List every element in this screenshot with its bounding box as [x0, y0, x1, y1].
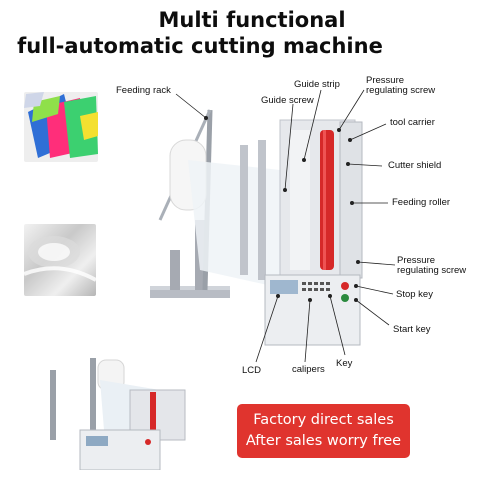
- label-pressure-screw-bottom-1: Pressure: [397, 255, 436, 266]
- film-roll-sample-image: [24, 224, 96, 296]
- label-feeding-roller: Feeding roller: [392, 197, 451, 208]
- label-feeding-rack: Feeding rack: [116, 85, 171, 96]
- colored-sheets-sample-image: [24, 92, 98, 162]
- label-start-key: Start key: [393, 324, 431, 335]
- label-cutter-shield: Cutter shield: [388, 160, 442, 171]
- label-tool-carrier: tool carrier: [390, 117, 435, 128]
- label-pressure-screw-top-1: Pressure: [366, 75, 405, 86]
- title-line-2: full-automatic cutting machine: [17, 34, 383, 58]
- label-lcd: LCD: [242, 365, 262, 376]
- label-pressure-screw-top-2: regulating screw: [366, 85, 436, 96]
- label-guide-screw: Guide screw: [261, 95, 314, 106]
- promo-line-1: Factory direct sales: [253, 412, 394, 428]
- machine-photo-small: [50, 358, 186, 470]
- label-stop-key: Stop key: [396, 289, 433, 300]
- label-pressure-screw-bottom-2: regulating screw: [397, 265, 467, 276]
- promo-line-2: After sales worry free: [245, 433, 402, 449]
- cutting-machine-illustration: [150, 109, 363, 346]
- label-calipers: calipers: [292, 364, 325, 375]
- promo-banner: Factory direct sales After sales worry f…: [237, 404, 410, 458]
- title-line-1: Multi functional: [158, 8, 346, 32]
- label-guide-strip: Guide strip: [294, 79, 340, 90]
- label-key: Key: [336, 358, 353, 369]
